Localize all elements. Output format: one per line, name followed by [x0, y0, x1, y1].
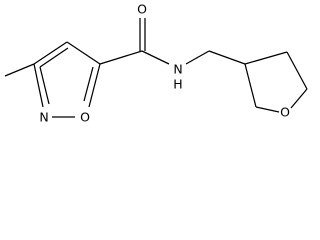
atom-thf-oxygen: O	[280, 105, 290, 120]
bond-thf-o-c4	[255, 106, 280, 113]
bond-thf-c4-c3	[244, 63, 257, 108]
molecule-structure: O N H N O O	[4, 2, 308, 125]
bond-c4-c5	[66, 41, 101, 65]
bond-thf-c2-c1	[286, 51, 308, 90]
bond-n2-c3-double	[39, 66, 50, 105]
bond-c5-o1	[88, 63, 101, 108]
bond-methyl-c3	[4, 63, 35, 77]
atom-amide-hydrogen: H	[173, 77, 182, 92]
bond-thf-c3-c2	[244, 51, 288, 65]
bond-thf-c1-o	[290, 88, 308, 109]
bond-c3-c4	[33, 41, 68, 65]
bond-n2-c3	[33, 63, 44, 108]
bond-ch2-thf	[208, 50, 246, 65]
atom-ring-nitrogen: N	[39, 110, 48, 125]
atom-amide-nitrogen: N	[173, 62, 182, 77]
bond-n-ch2	[185, 50, 210, 65]
bond-c5-o1-double	[83, 66, 94, 102]
bond-carbonyl-n	[141, 50, 170, 65]
bond-c3-c4-double	[39, 47, 69, 68]
atom-carbonyl-oxygen: O	[137, 2, 147, 17]
atom-ring-oxygen: O	[80, 110, 90, 125]
bond-c5-carbonyl	[99, 50, 143, 65]
